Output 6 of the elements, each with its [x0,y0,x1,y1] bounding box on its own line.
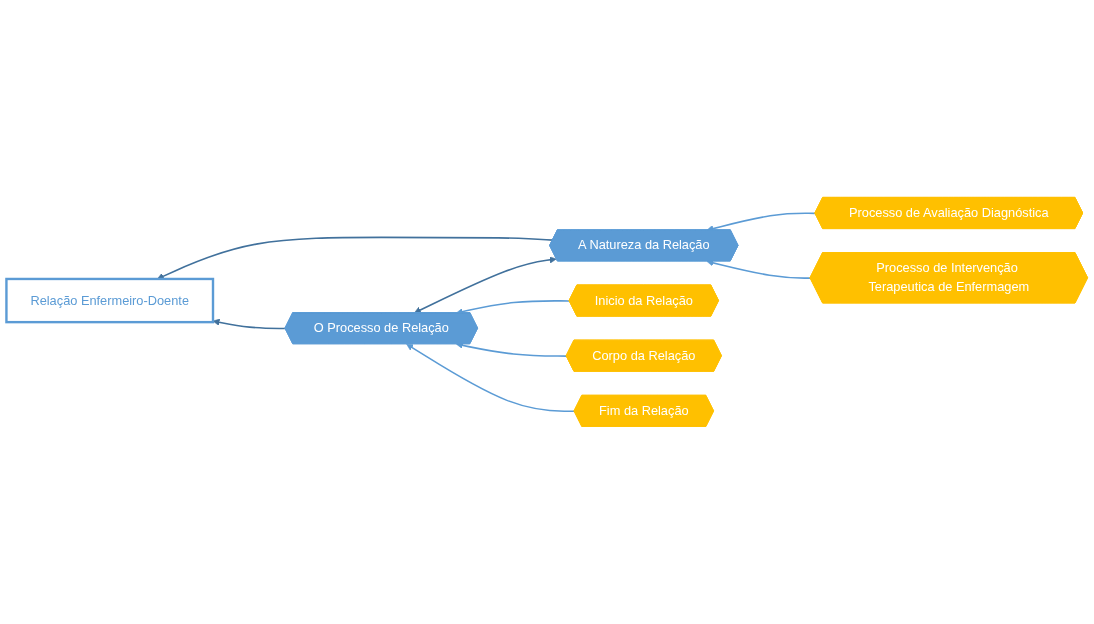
node-box: Relação Enfermeiro-Doente [5,277,215,324]
arrow [212,318,287,330]
arrow [406,343,576,413]
arrow [414,256,557,314]
arrow [157,236,554,280]
arrow [456,342,568,357]
